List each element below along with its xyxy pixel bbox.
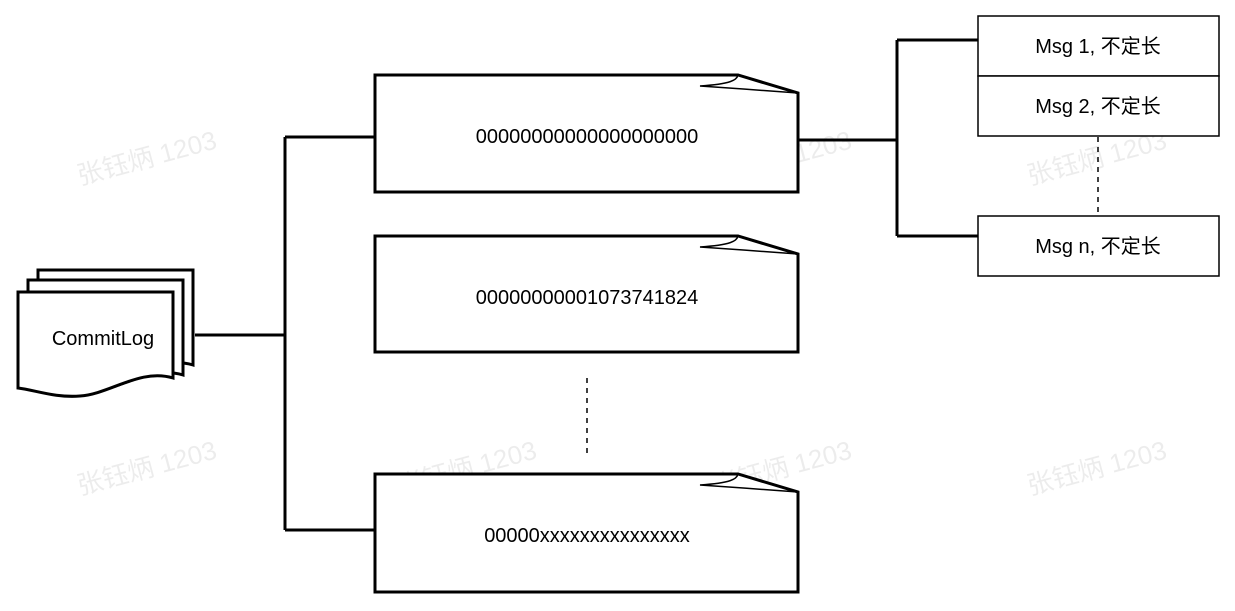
file-node — [373, 234, 800, 354]
msg-n-box — [977, 215, 1220, 277]
commitlog-label: CommitLog — [52, 328, 154, 350]
file-3-label: 00000xxxxxxxxxxxxxxx — [484, 525, 690, 547]
commitlog-doc-front — [16, 290, 175, 398]
watermark-text: 张钰炳 1203 — [74, 435, 220, 501]
file-node — [373, 472, 800, 594]
file-1-body — [373, 73, 800, 194]
msg-1-box — [977, 15, 1220, 77]
file-2-fold — [699, 235, 799, 255]
msg-2-box — [977, 75, 1220, 137]
file-3-body — [373, 472, 800, 594]
msg-n-label: Msg n, 不定长 — [1035, 235, 1161, 258]
watermark-text: 张钰炳 1203 — [1024, 435, 1170, 501]
file-node — [373, 73, 800, 194]
msg-2-label: Msg 2, 不定长 — [1035, 95, 1161, 118]
message-boxes — [977, 15, 1220, 277]
msg-1-label: Msg 1, 不定长 — [1035, 35, 1161, 58]
connectors — [195, 38, 978, 532]
file-1-label: 00000000000000000000 — [476, 126, 698, 148]
file-3-fold — [699, 473, 799, 493]
watermark-text: 张钰炳 1203 — [74, 125, 220, 191]
file-2-label: 00000000001073741824 — [476, 287, 698, 309]
commitlog-node — [16, 268, 195, 398]
file-2-body — [373, 234, 800, 354]
file-1-fold — [699, 74, 799, 94]
